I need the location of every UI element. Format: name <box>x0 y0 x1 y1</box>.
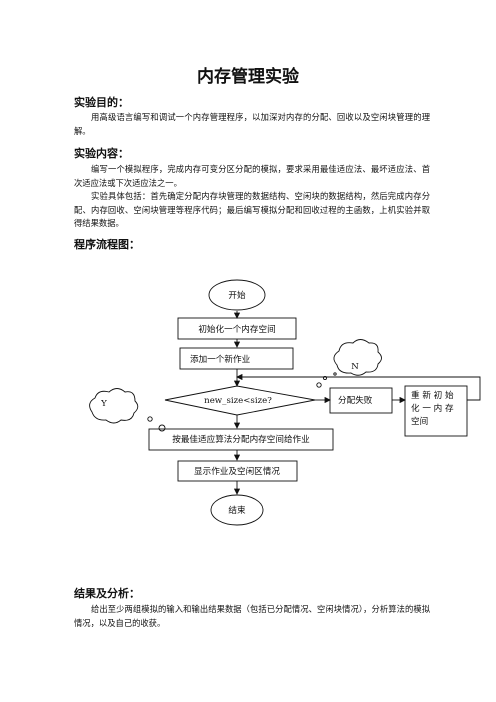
start-label: 开始 <box>228 289 246 301</box>
decision-diamond <box>164 385 316 416</box>
add-job-box <box>179 347 294 370</box>
reinit-label-line1: 重 新 初 始 <box>411 389 454 401</box>
document-title: 内存管理实验 <box>197 67 299 87</box>
paragraph-content-2: 实验具体包括：首先确定分配内存块管理的数据结构、空闲块的数据结构，然后完成内存分… <box>74 191 430 228</box>
yes-label: Y <box>100 399 107 409</box>
heading-flowchart: 程序流程图： <box>74 238 140 251</box>
cloud-yes-bubble-1 <box>147 416 153 422</box>
init-box <box>177 317 297 340</box>
allocate-label: 按最佳适应算法分配内存空间给作业 <box>172 433 310 445</box>
allocate-box <box>148 428 334 451</box>
decision-label: new_size<size? <box>204 396 272 406</box>
cloud-yes-bubble-2 <box>158 424 166 432</box>
fail-label: 分配失败 <box>338 394 373 406</box>
cloud-no <box>333 339 382 376</box>
init-label: 初始化一个内存空间 <box>198 323 275 335</box>
show-label: 显示作业及空闲区情况 <box>194 465 280 477</box>
arrow-loop-back <box>236 373 481 401</box>
heading-results: 结果及分析： <box>74 587 140 600</box>
cloud-no-bubble-1 <box>316 382 322 388</box>
cloud-no-bubble-3 <box>333 372 337 376</box>
paragraph-content-1: 编写一个模拟程序，完成内存可变分区分配的模拟，要求采用最佳适应法、最坏适应法、首… <box>74 164 430 188</box>
show-box <box>177 460 298 482</box>
end-label: 结束 <box>228 504 246 516</box>
cloud-yes <box>89 388 139 424</box>
fail-box <box>329 387 393 414</box>
cloud-no-bubble-2 <box>322 375 328 381</box>
no-label: N <box>351 362 359 372</box>
heading-purpose: 实验目的： <box>74 96 129 109</box>
reinit-box <box>404 385 468 437</box>
end-terminal <box>210 494 264 526</box>
paragraph-purpose: 用高级语言编写和调试一个内存管理程序，以加深对内存的分配、回收以及空闲块管理的理… <box>74 112 430 136</box>
paragraph-results: 给出至少两组模拟的输入和输出结果数据（包括已分配情况、空闲块情况），分析算法的模… <box>74 604 430 628</box>
start-terminal <box>208 279 266 311</box>
add-job-label: 添加一个新作业 <box>190 353 251 365</box>
heading-content: 实验内容： <box>74 147 129 160</box>
reinit-label-line3: 空间 <box>411 415 428 427</box>
reinit-label-line2: 化 一 内 存 <box>411 402 454 414</box>
